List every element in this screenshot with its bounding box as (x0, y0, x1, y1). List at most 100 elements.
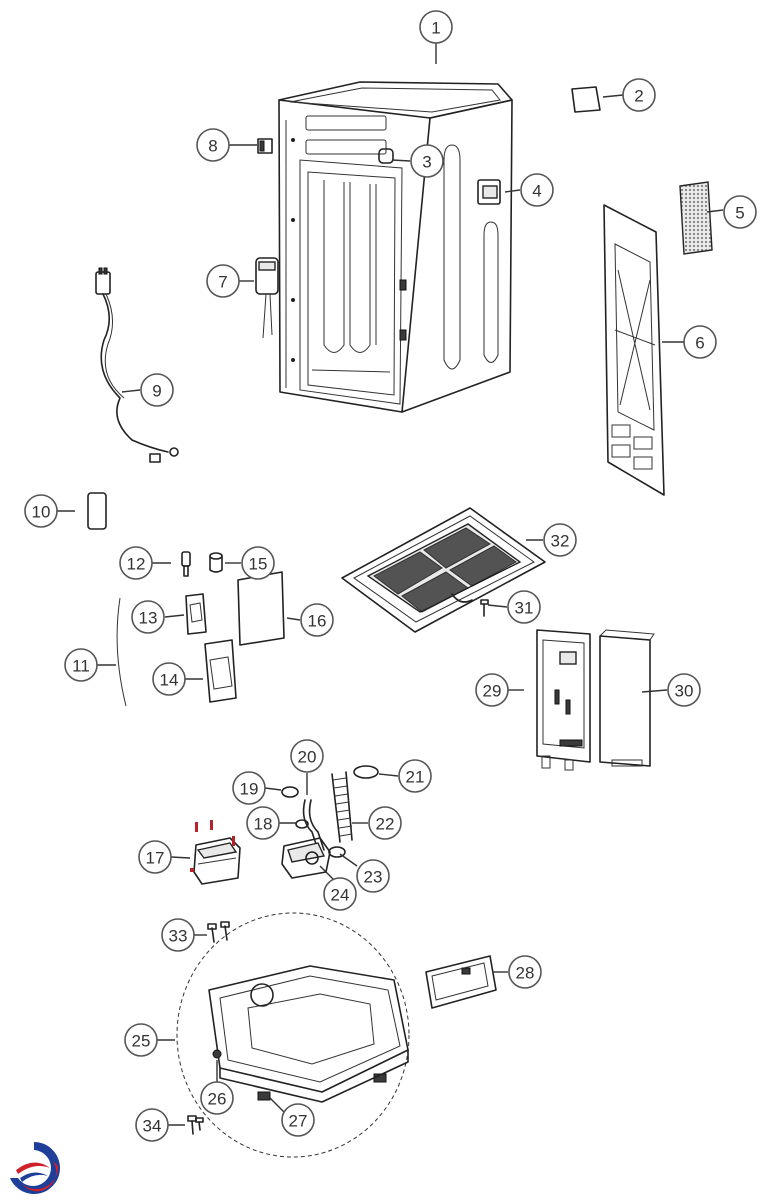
callout-number: 18 (254, 815, 273, 834)
back-panel-part (603, 204, 665, 496)
callout-layer: 1234567891011121314151617181920212223242… (24, 10, 757, 1142)
callout-10: 10 (24, 494, 58, 528)
callout-circle (152, 662, 186, 696)
callout-3: 3 (410, 144, 444, 178)
callout-18: 18 (246, 806, 280, 840)
power-cord-part (95, 267, 179, 463)
cabinet-part (278, 81, 513, 413)
callout-circle (161, 918, 195, 952)
callout-circle (196, 128, 230, 162)
sponge-part (679, 181, 713, 255)
callout-circle (135, 1108, 169, 1142)
callout-circle (419, 10, 453, 44)
callout-number: 27 (289, 1112, 308, 1131)
callout-circle (290, 739, 324, 773)
callout-number: 6 (695, 334, 704, 353)
control-board-small-part (425, 955, 497, 1009)
callout-circle (124, 1023, 158, 1057)
callout-circle (281, 1103, 315, 1137)
clip-part (257, 138, 273, 154)
pin-part (181, 551, 191, 577)
callout-circle (140, 373, 174, 407)
label-part (571, 86, 601, 113)
callout-number: 32 (551, 532, 570, 551)
drain-assembly-part (281, 765, 379, 879)
callout-circle (368, 806, 402, 840)
callout-circle (323, 877, 357, 911)
callout-circle (410, 144, 444, 178)
manual-part (237, 571, 285, 646)
callout-13: 13 (131, 600, 165, 634)
callout-number: 16 (308, 612, 327, 631)
callout-circle (200, 1081, 234, 1115)
callout-number: 23 (364, 868, 383, 887)
callout-circle (520, 173, 554, 207)
callout-number: 15 (249, 555, 268, 574)
callout-number: 20 (298, 748, 317, 767)
callout-circle (622, 78, 656, 112)
wire-part (116, 597, 127, 707)
callout-number: 5 (735, 204, 744, 223)
callout-11: 11 (64, 648, 98, 682)
callout-number: 26 (208, 1090, 227, 1109)
callout-number: 2 (634, 87, 643, 106)
callout-number: 29 (483, 682, 502, 701)
callout-circle (246, 806, 280, 840)
callout-number: 3 (422, 153, 431, 172)
callout-number: 11 (72, 657, 90, 676)
callout-number: 24 (331, 886, 350, 905)
screws-base-part (187, 1115, 204, 1135)
brand-swirl-logo (10, 1142, 60, 1194)
screw-part (480, 599, 489, 617)
base-part (176, 912, 410, 1158)
callout-circle (206, 264, 240, 298)
callout-20: 20 (290, 739, 324, 773)
callout-24: 24 (323, 877, 357, 911)
callout-7: 7 (206, 264, 240, 298)
callout-circle (138, 840, 172, 874)
callout-number: 17 (146, 849, 165, 868)
bag-large-part (204, 639, 237, 703)
callout-19: 19 (232, 771, 266, 805)
callout-16: 16 (300, 603, 334, 637)
callout-number: 33 (169, 927, 188, 946)
callout-29: 29 (475, 673, 509, 707)
callout-number: 34 (143, 1117, 162, 1136)
callout-number: 1 (431, 19, 440, 38)
callout-circle (475, 673, 509, 707)
callout-number: 12 (127, 555, 146, 574)
callout-circle (64, 648, 98, 682)
callout-circle (131, 600, 165, 634)
callout-23: 23 (356, 859, 390, 893)
callout-9: 9 (140, 373, 174, 407)
callout-1: 1 (419, 10, 453, 44)
callout-5: 5 (723, 195, 757, 229)
callout-26: 26 (200, 1081, 234, 1115)
callout-circle (723, 195, 757, 229)
callout-number: 21 (406, 768, 425, 787)
callout-circle (241, 546, 275, 580)
callout-number: 31 (515, 599, 534, 618)
callout-number: 28 (516, 964, 535, 983)
callout-number: 9 (152, 382, 161, 401)
callout-circle (232, 771, 266, 805)
callout-21: 21 (398, 759, 432, 793)
callout-number: 22 (376, 815, 395, 834)
screws-pair-part (207, 921, 230, 943)
main-board-part (536, 629, 591, 771)
callout-22: 22 (368, 806, 402, 840)
callout-circle (300, 603, 334, 637)
callout-number: 7 (218, 273, 227, 292)
callout-circle (24, 494, 58, 528)
callout-number: 19 (240, 780, 259, 799)
callout-number: 25 (132, 1032, 151, 1051)
callout-25: 25 (124, 1023, 158, 1057)
card-part (87, 492, 107, 530)
callout-circle (508, 955, 542, 989)
callout-circle (398, 759, 432, 793)
callout-circle (667, 673, 701, 707)
callout-number: 8 (208, 137, 217, 156)
callout-circle (683, 325, 717, 359)
callout-number: 4 (532, 182, 541, 201)
